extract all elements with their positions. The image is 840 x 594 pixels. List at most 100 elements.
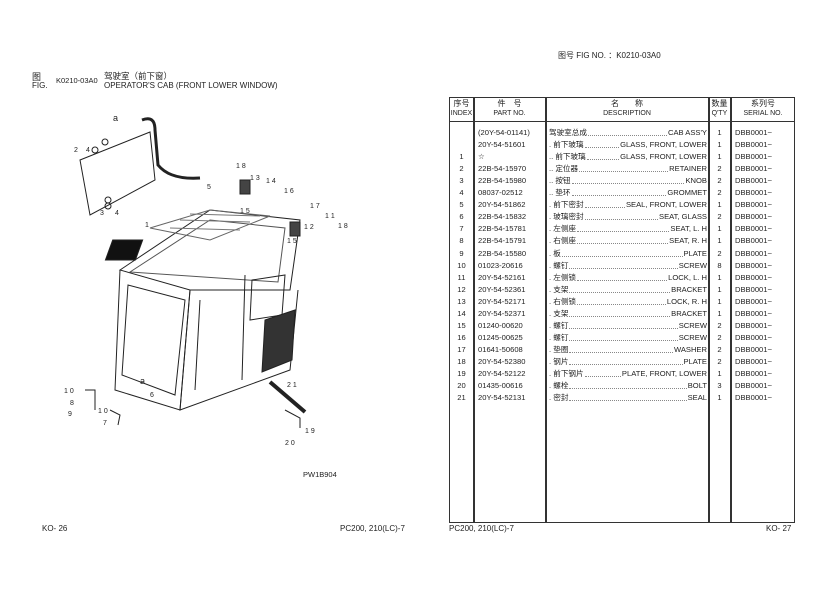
callout: 1 5	[287, 238, 297, 245]
row-qty: 1	[717, 152, 722, 162]
row-desc-cn: . 前下密封	[549, 200, 584, 210]
row-desc-en: SEAL	[687, 393, 707, 403]
row-qty: 1	[717, 236, 722, 246]
callout: 1 3	[250, 175, 260, 182]
leader-dots	[569, 356, 683, 365]
callout: 2	[74, 147, 78, 154]
row-serial: DBB0001~	[735, 369, 772, 378]
row-desc-cn: . 支架	[549, 284, 569, 294]
row-part-no: 20Y-54-52371	[478, 308, 526, 318]
row-desc-en: GLASS, FRONT, LOWER	[620, 152, 707, 162]
row-desc-en: BOLT	[687, 381, 707, 391]
row-desc-en: PLATE	[683, 356, 708, 366]
row-desc-en: PLATE, FRONT, LOWER	[621, 369, 707, 378]
row-index: 13	[457, 296, 466, 306]
fig-label-en: FIG.	[32, 81, 48, 90]
row-description: . 前下密封 SEAL, FRONT, LOWER	[549, 199, 707, 211]
row-desc-en: SCREW	[678, 320, 707, 330]
row-part-no: (20Y-54-01141)	[478, 128, 530, 137]
row-desc-cn: . 垫圈	[549, 344, 569, 354]
row-serial: DBB0001~	[735, 236, 772, 246]
row-qty: 1	[717, 128, 722, 137]
callout: 6	[150, 392, 154, 399]
row-desc-en: PLATE	[683, 248, 708, 258]
leader-dots	[584, 368, 621, 377]
leader-dots	[579, 163, 669, 173]
row-desc-en: LOCK, R. H	[666, 296, 707, 306]
row-desc-cn: . 螺钉	[549, 260, 569, 270]
right-model: PC200, 210(LC)-7	[449, 524, 514, 533]
row-part-no: ☆	[478, 152, 485, 162]
row-desc-cn: . 左侧座	[549, 224, 577, 234]
row-desc-cn: . 右侧座	[549, 236, 577, 246]
row-desc-en: SCREW	[678, 260, 707, 270]
row-part-no: 01023-20616	[478, 260, 523, 270]
row-desc-cn: 驾驶室总成	[549, 128, 587, 137]
row-serial: DBB0001~	[735, 381, 772, 391]
callout: 2 0	[285, 440, 295, 447]
leader-dots	[569, 308, 671, 317]
leader-dots	[569, 380, 687, 390]
row-index: 18	[457, 356, 466, 366]
row-desc-cn: .. 前下玻璃	[549, 152, 586, 162]
callout: a	[140, 376, 146, 386]
leader-dots	[561, 248, 683, 257]
row-desc-cn: .. 按钮	[549, 176, 571, 186]
row-qty: 1	[717, 284, 722, 294]
cab-exploded-diagram	[79, 117, 308, 428]
row-part-no: 01435-00616	[478, 381, 523, 391]
callout: 1 0	[98, 408, 108, 415]
left-page-number: KO- 26	[42, 524, 68, 533]
row-index: 17	[457, 344, 466, 354]
row-serial: DBB0001~	[735, 332, 772, 342]
fig-label-cn: 图	[32, 72, 42, 82]
row-desc-en: LOCK, L. H	[668, 272, 707, 282]
row-serial: DBB0001~	[735, 320, 772, 330]
row-qty: 2	[717, 344, 722, 354]
row-part-no: 20Y-54-51601	[478, 140, 526, 150]
row-desc-en: CAB ASS'Y	[667, 128, 707, 137]
row-qty: 8	[717, 260, 722, 270]
row-serial: DBB0001~	[735, 164, 772, 174]
row-index: 14	[457, 308, 466, 318]
row-index: 16	[457, 332, 466, 342]
row-qty: 1	[717, 200, 722, 210]
row-desc-cn: . 前下钢片	[549, 369, 584, 378]
fig-title-cn: 驾驶室（前下窗）	[104, 71, 173, 81]
leader-dots	[569, 284, 671, 293]
row-index: 21	[457, 393, 466, 403]
row-serial: DBB0001~	[735, 224, 772, 234]
callout: 4	[115, 210, 119, 217]
callout: 1 8	[236, 163, 246, 170]
row-index: 2	[459, 164, 464, 174]
row-part-no: 08037-02512	[478, 188, 523, 198]
row-index: 6	[459, 212, 464, 222]
row-serial: DBB0001~	[735, 296, 772, 306]
row-part-no: 20Y-54-52361	[478, 284, 526, 294]
row-serial: DBB0001~	[735, 212, 772, 222]
row-desc-cn: .. 定位器	[549, 164, 579, 174]
row-description: .. 前下玻璃 GLASS, FRONT, LOWER	[549, 151, 707, 163]
leader-dots	[577, 235, 669, 245]
row-desc-en: SEAL, FRONT, LOWER	[625, 200, 707, 210]
row-qty: 2	[717, 248, 722, 258]
row-qty: 1	[717, 308, 722, 318]
row-index: 5	[459, 200, 464, 210]
callout: 1 5	[240, 208, 250, 215]
